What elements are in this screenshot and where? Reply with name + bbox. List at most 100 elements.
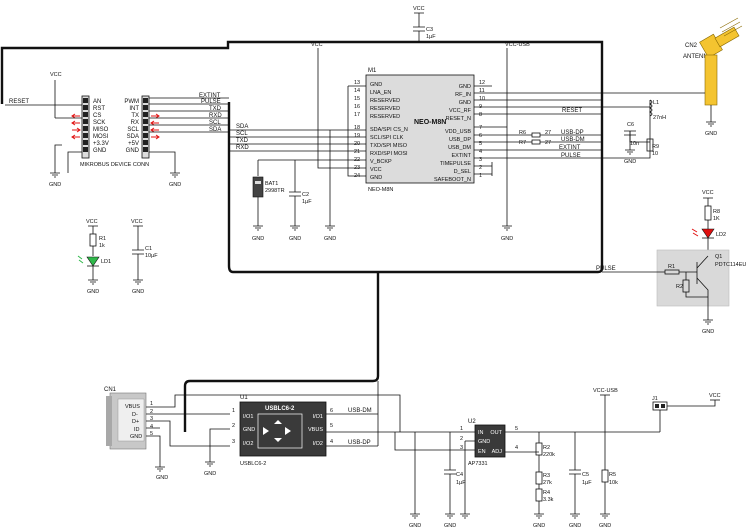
l1-ref: L1 <box>653 100 659 106</box>
m1-right-pins: GND RF_IN GND VCC_RF RESET_N VDD_USB USB… <box>434 80 485 183</box>
pin-name: SCL/SPI CLK <box>370 135 404 141</box>
c3-value: 1µF <box>426 34 436 40</box>
gnd-label: GND <box>705 131 717 137</box>
pin-num: 3 <box>150 416 153 422</box>
c1-value: 10µF <box>145 253 158 259</box>
r6-ref: R6 <box>519 130 526 136</box>
vcc-label: VCC <box>86 219 98 225</box>
pin-num: 1 <box>460 426 463 432</box>
r8-ref: R8 <box>713 209 720 215</box>
pin-num: 5 <box>330 423 333 429</box>
net-label: SDA <box>209 127 221 133</box>
pin-label: SCL <box>127 127 139 133</box>
transistor-icon <box>696 255 709 320</box>
battery-icon <box>252 176 264 198</box>
u2-ref: U2 <box>468 419 476 425</box>
pin-num: 16 <box>354 104 360 110</box>
pin-num: 1 <box>479 173 482 179</box>
pin-num: 3 <box>479 157 482 163</box>
pin-num: 3 <box>232 439 235 445</box>
c5-value: 1µF <box>582 480 592 486</box>
pin-num: 19 <box>354 133 360 139</box>
r3-ref: R3 <box>543 473 550 479</box>
pin-label: +5V <box>128 141 139 147</box>
pin-name: LNA_EN <box>370 90 391 96</box>
vcc-label: VCC <box>709 393 721 399</box>
pin-label: I/O1 <box>313 414 323 420</box>
light-emission-icon <box>691 228 699 237</box>
q1-r2-ref: R2 <box>676 284 683 290</box>
c6-ref: C6 <box>627 122 634 128</box>
r8-value: 1K <box>713 216 720 222</box>
pin-num: 21 <box>354 149 360 155</box>
led-green-icon <box>86 256 100 267</box>
bat1-ref: BAT1 <box>265 181 278 187</box>
pin-name: GND <box>370 175 382 181</box>
r5-value: 10k <box>609 480 618 486</box>
gnd-label: GND <box>444 523 456 529</box>
pin-label: GND <box>130 434 142 440</box>
pin-num: 2 <box>232 423 235 429</box>
vcc-label: VCC <box>50 72 62 78</box>
gnd-label: GND <box>624 159 636 165</box>
pin-label: SCK <box>93 120 105 126</box>
c3-ref: C3 <box>426 27 433 33</box>
pin-num: 10 <box>479 96 485 102</box>
m1-left-pins: GND LNA_EN RESERVED RESERVED RESERVED SD… <box>354 80 408 181</box>
pin-num: 11 <box>479 88 485 94</box>
gnd-label: GND <box>132 289 144 295</box>
pin-num: 2 <box>150 409 153 415</box>
pin-label: MOSI <box>93 134 109 140</box>
pin-name: GND <box>459 100 471 106</box>
m1-title: NEO-M8N <box>414 119 446 126</box>
vcc-label: VCC <box>131 219 143 225</box>
u1-caption: USBLC6-2 <box>240 461 266 467</box>
pin-name: GND <box>459 84 471 90</box>
m1-caption: NEO-M8N <box>368 187 393 193</box>
c5-ref: C5 <box>582 472 589 478</box>
m1-wiring: VCC GND SDA SCL TXD RXD BAT1 2998TR GND … <box>229 42 700 242</box>
pin-name: TIMEPULSE <box>440 161 472 167</box>
led-red-icon <box>701 228 715 239</box>
gnd-label: GND <box>599 523 611 529</box>
pin-label: IN <box>478 430 484 436</box>
pin-num: 18 <box>354 125 360 131</box>
gnd-label: GND <box>49 182 61 188</box>
pin-num: 6 <box>330 408 333 414</box>
mikrobus-left-pins: AN RST CS SCK MISO MOSI +3.3V GND <box>93 99 109 154</box>
net-label-reset: RESET <box>9 99 29 105</box>
r2-ref: R2 <box>543 445 550 451</box>
pin-num: 8 <box>479 112 482 118</box>
ld2-ref: LD2 <box>716 232 726 238</box>
r4-ref: R4 <box>543 490 550 496</box>
r9-value: 10 <box>652 151 658 157</box>
ld1-circuit: VCC R1 1k LD1 GND VCC C1 10µF GND <box>77 219 158 295</box>
vcc-label: VCC <box>311 42 323 48</box>
pin-num: 17 <box>354 112 360 118</box>
l1-value: 27nH <box>653 115 666 121</box>
pin-name: SDA/SPI CS_N <box>370 127 408 133</box>
pin-label: D- <box>132 412 138 418</box>
pin-num: 5 <box>150 431 153 437</box>
pin-label: VBUS <box>308 427 323 433</box>
vcc-usb-label: VCC-USB <box>593 388 618 394</box>
pin-label: SDA <box>127 134 139 140</box>
r5-ref: R5 <box>609 472 616 478</box>
pin-num: 13 <box>354 80 360 86</box>
r7-value: 27 <box>545 140 551 146</box>
net-label-scl: SCL <box>236 131 248 137</box>
m1-gps-module: M1 NEO-M8N NEO-M8N GND LNA_EN RESERVED R… <box>354 68 485 193</box>
pin-name: EXTINT <box>451 153 471 159</box>
bus-outline-lower <box>183 272 380 432</box>
r1-value: 1k <box>99 243 105 249</box>
mikrobus-right-pins: PWM INT TX RX SCL SDA +5V GND <box>124 99 139 154</box>
pin-num: 15 <box>354 96 360 102</box>
antenna-circuit: CN2 ANTENNA GND L1 27nH C6 10n R9 10 GND <box>602 17 743 165</box>
pin-label: TX <box>131 113 139 119</box>
net-label: RXD <box>209 113 222 119</box>
pin-label: AN <box>93 99 101 105</box>
net-label: EXTINT <box>199 93 221 99</box>
pin-name: RESERVED <box>370 98 400 104</box>
antenna-connector-icon <box>699 17 743 106</box>
